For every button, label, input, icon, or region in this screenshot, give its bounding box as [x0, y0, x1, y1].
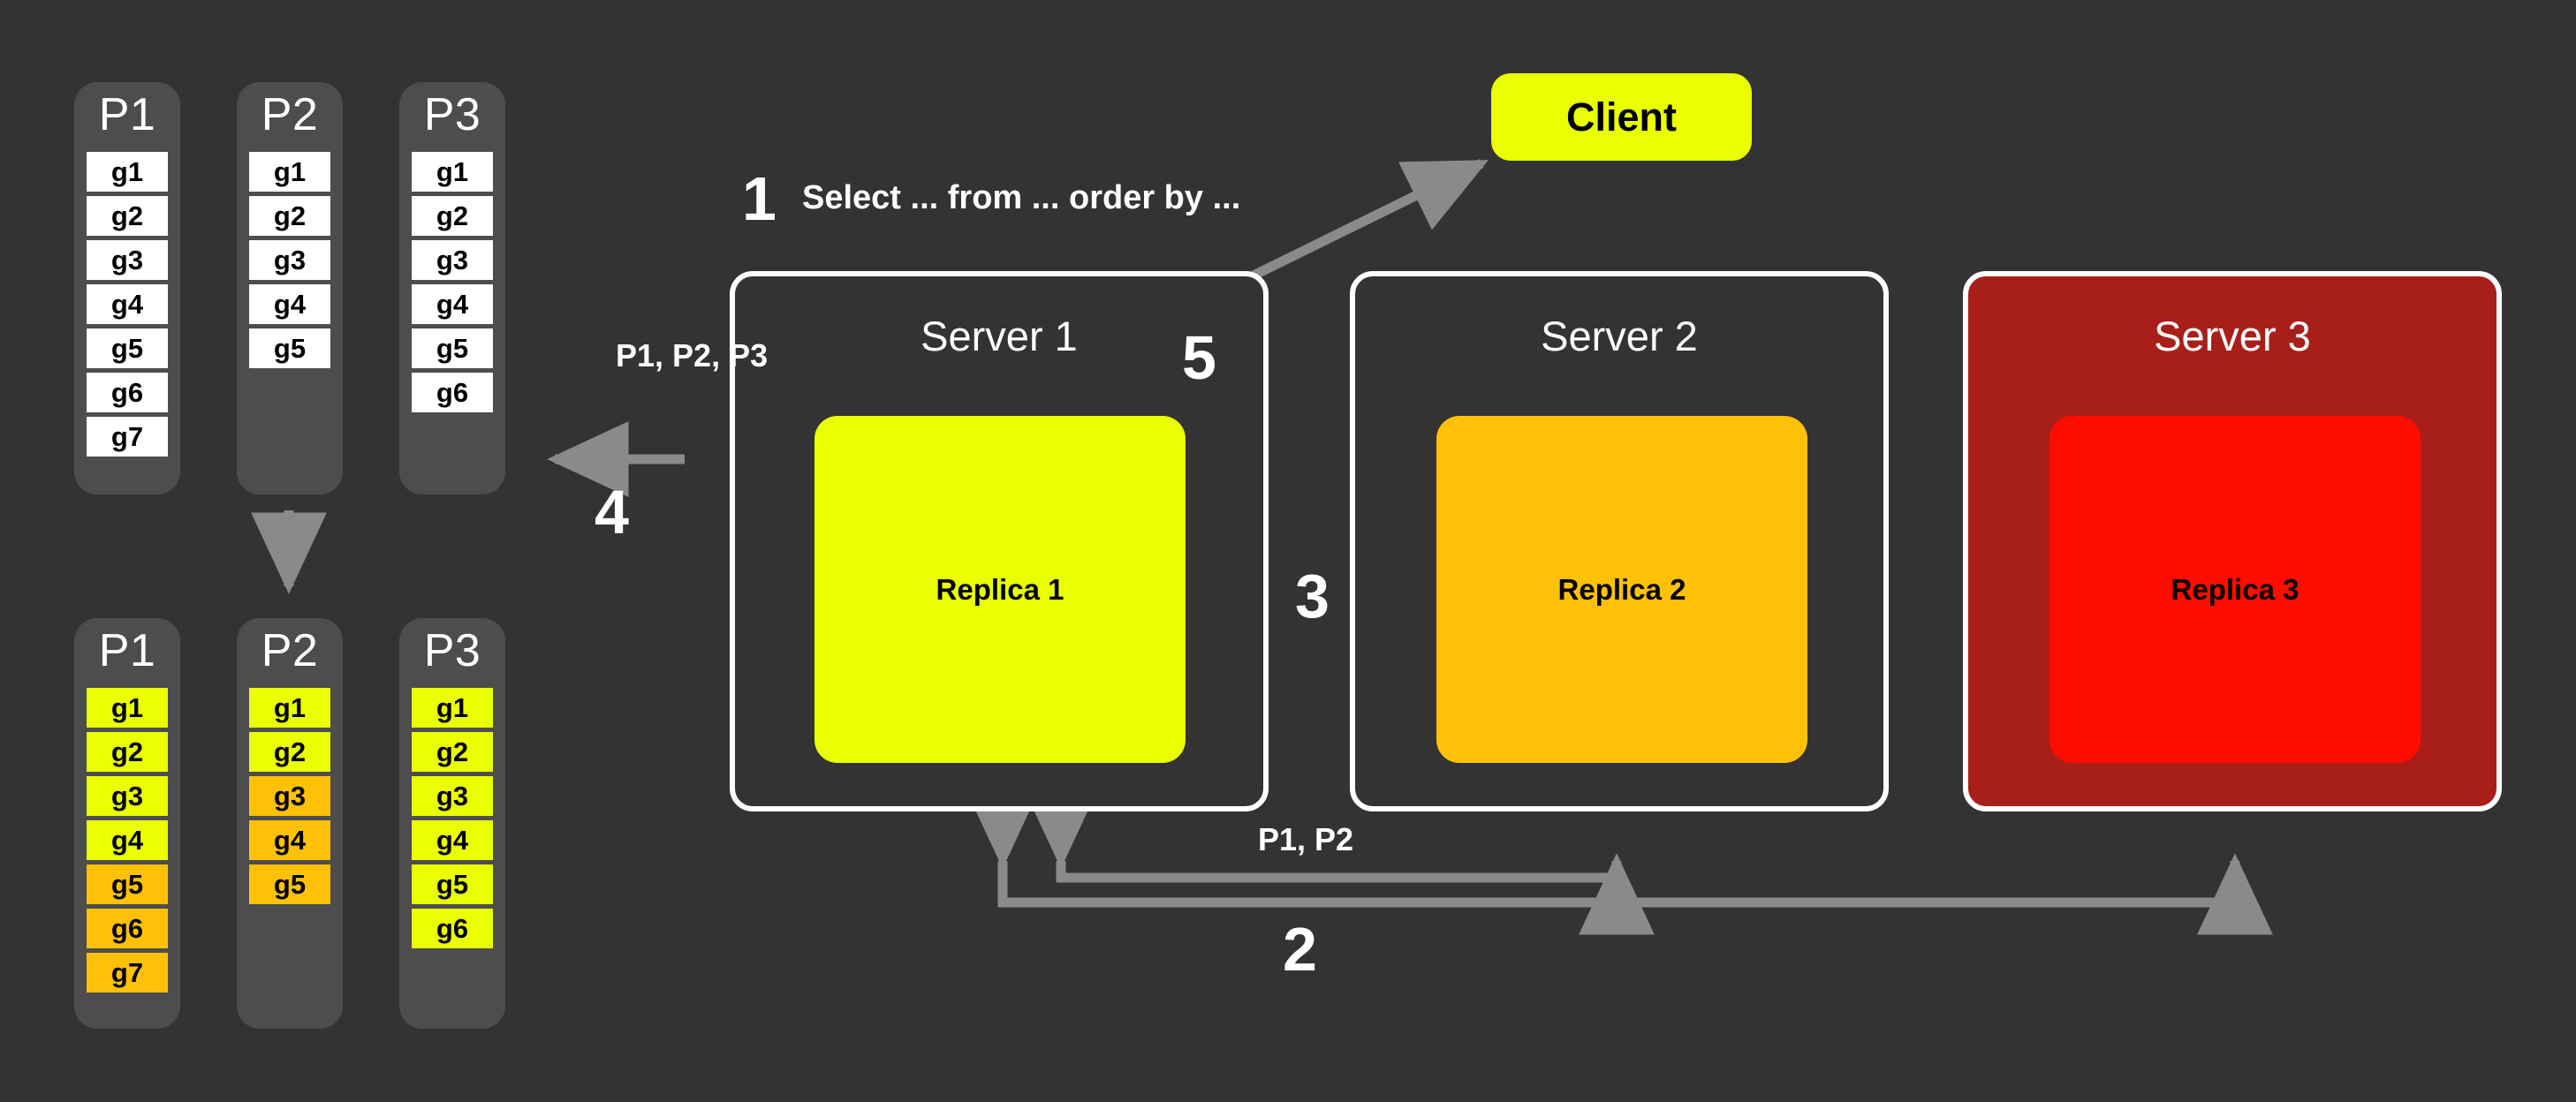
- partition-column-p2-before: P2 g1 g2 g3 g4 g5: [237, 82, 343, 494]
- partition-cell: g1: [249, 687, 330, 728]
- partition-cell: g4: [87, 819, 168, 860]
- partition-cell: g6: [412, 908, 493, 948]
- partition-cell: g3: [87, 239, 168, 280]
- partition-cell: g1: [87, 687, 168, 728]
- partition-title: P2: [261, 89, 319, 140]
- partition-cell: g6: [87, 908, 168, 948]
- partition-cell: g4: [87, 283, 168, 324]
- partition-cell: g1: [412, 687, 493, 728]
- partition-cells: g1 g2 g3 g4 g5 g6 g7: [74, 687, 180, 993]
- partition-cells: g1 g2 g3 g4 g5 g6 g7: [74, 151, 180, 457]
- partition-cell: g5: [412, 864, 493, 904]
- step-number-1: 1: [742, 164, 777, 233]
- partition-cell: g4: [412, 283, 493, 324]
- partition-column-p1-after: P1 g1 g2 g3 g4 g5 g6 g7: [74, 618, 180, 1029]
- client-node[interactable]: Client: [1491, 73, 1752, 161]
- replica-label: Replica 3: [2171, 573, 2299, 606]
- step-number-2: 2: [1283, 915, 1317, 984]
- arrow-step2-server1-server3: [965, 787, 2273, 935]
- partition-cell: g3: [249, 239, 330, 280]
- partition-cell: g1: [249, 151, 330, 192]
- partition-cell: g5: [87, 864, 168, 904]
- replica-1-node[interactable]: Replica 1: [814, 416, 1186, 763]
- partition-cells: g1 g2 g3 g4 g5 g6: [399, 687, 505, 948]
- partition-cell: g3: [412, 239, 493, 280]
- step-number-5: 5: [1182, 323, 1216, 392]
- partition-cell: g3: [87, 775, 168, 816]
- partition-cell: g4: [249, 283, 330, 324]
- partition-cell: g5: [87, 328, 168, 368]
- partition-column-p3-before: P3 g1 g2 g3 g4 g5 g6: [399, 82, 505, 494]
- partition-cell: g1: [87, 151, 168, 192]
- partition-cell: g4: [412, 819, 493, 860]
- replica-label: Replica 1: [936, 573, 1064, 606]
- partition-cell: g2: [87, 731, 168, 772]
- step-number-4: 4: [595, 478, 629, 547]
- partition-cell: g7: [87, 416, 168, 457]
- partition-cell: g6: [412, 372, 493, 412]
- client-label: Client: [1565, 94, 1677, 140]
- partition-cell: g2: [249, 195, 330, 236]
- server-1-container[interactable]: Server 1 Replica 1: [730, 271, 1269, 811]
- partition-column-p2-after: P2 g1 g2 g3 g4 g5: [237, 618, 343, 1029]
- server-3-container[interactable]: Server 3 Replica 3: [1963, 271, 2502, 811]
- arrow-step2-server1-server2: [1023, 787, 1655, 935]
- partition-cell: g2: [87, 195, 168, 236]
- partition-cell: g3: [249, 775, 330, 816]
- partition-cells: g1 g2 g3 g4 g5: [237, 151, 343, 368]
- partitions-all-label: P1, P2, P3: [616, 337, 769, 374]
- partition-title: P2: [261, 625, 319, 676]
- partition-title: P3: [423, 89, 481, 140]
- partitions-fetched-label: P1, P2: [1258, 821, 1354, 857]
- partition-cell: g7: [87, 952, 168, 993]
- partition-cell: g2: [412, 195, 493, 236]
- step-number-3: 3: [1295, 562, 1330, 630]
- partition-cells: g1 g2 g3 g4 g5 g6: [399, 151, 505, 412]
- partition-column-p3-after: P3 g1 g2 g3 g4 g5 g6: [399, 618, 505, 1029]
- server-title: Server 2: [1541, 313, 1698, 359]
- server-title: Server 3: [2154, 313, 2311, 359]
- replica-label: Replica 2: [1557, 573, 1686, 606]
- query-label: Select ... from ... order by ...: [802, 179, 1241, 216]
- partition-title: P1: [98, 625, 156, 676]
- partition-cell: g6: [87, 372, 168, 412]
- partition-cell: g5: [249, 328, 330, 368]
- partition-cell: g2: [412, 731, 493, 772]
- partition-cell: g4: [249, 819, 330, 860]
- partition-title: P1: [98, 89, 156, 140]
- replica-3-node[interactable]: Replica 3: [2049, 416, 2421, 763]
- partition-cell: g5: [412, 328, 493, 368]
- replica-2-node[interactable]: Replica 2: [1436, 416, 1807, 763]
- partition-cell: g2: [249, 731, 330, 772]
- partition-cell: g1: [412, 151, 493, 192]
- partition-title: P3: [423, 625, 481, 676]
- partition-column-p1-before: P1 g1 g2 g3 g4 g5 g6 g7: [74, 82, 180, 494]
- partition-cell: g3: [412, 775, 493, 816]
- server-title: Server 1: [921, 313, 1078, 359]
- partition-cell: g5: [249, 864, 330, 904]
- partition-cells: g1 g2 g3 g4 g5: [237, 687, 343, 904]
- server-2-container[interactable]: Server 2 Replica 2: [1350, 271, 1889, 811]
